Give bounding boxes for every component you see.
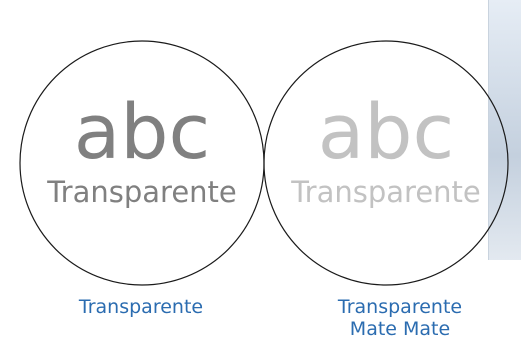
right-lens-caption-line1: Transparente xyxy=(337,296,463,318)
right-lens-circle xyxy=(263,40,509,286)
background-photo-edge xyxy=(488,0,521,260)
right-lens-caption-line2: Mate Mate xyxy=(349,318,451,340)
right-lens-big-text: abc xyxy=(318,87,455,176)
right-lens-caption: Transparente Mate Mate xyxy=(305,296,495,340)
left-lens-caption: Transparente xyxy=(46,296,236,318)
left-lens-small-text: Transparente xyxy=(46,175,237,209)
left-lens-big-text: abc xyxy=(74,87,211,176)
left-lens-caption-text: Transparente xyxy=(78,296,204,318)
right-lens-small-text: Transparente xyxy=(290,175,481,209)
